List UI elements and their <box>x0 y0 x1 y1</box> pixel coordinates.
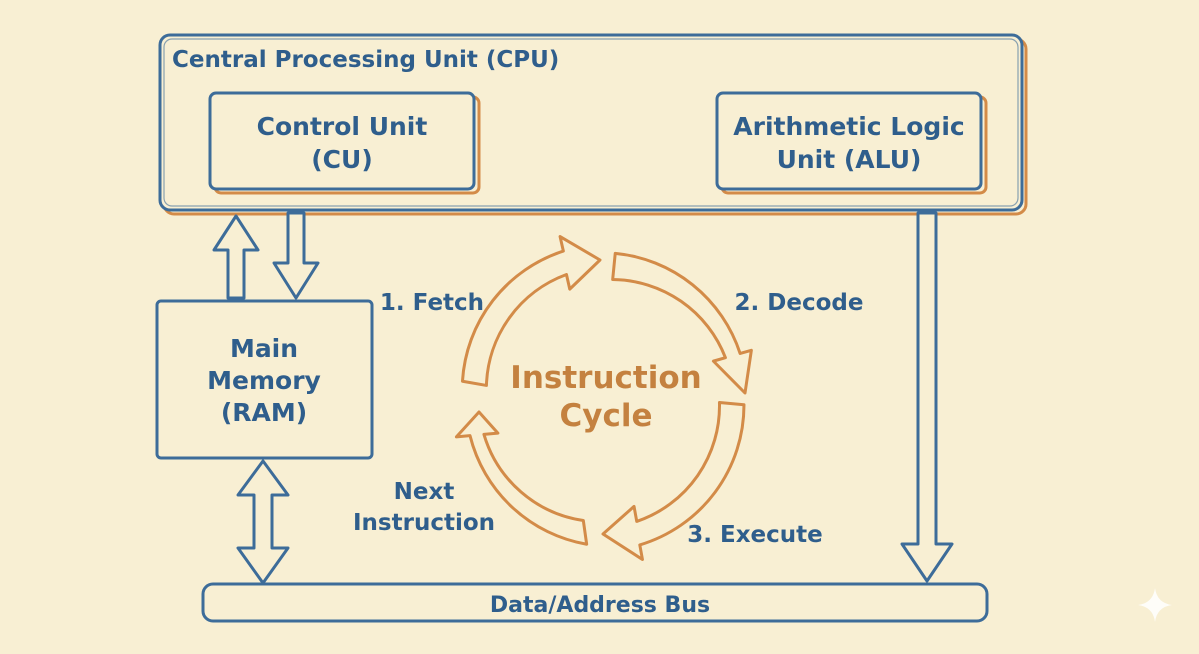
cycle-arrow-execute <box>601 401 746 561</box>
control-unit-label-line1: Control Unit <box>257 112 428 141</box>
cpu-title: Central Processing Unit (CPU) <box>172 47 559 73</box>
cycle-arrow-decode <box>611 251 753 395</box>
data-address-bus: Data/Address Bus <box>201 582 989 623</box>
sparkle-icon <box>1138 588 1172 622</box>
instruction-cycle-ring <box>454 235 753 561</box>
control-unit-label-line2: (CU) <box>311 145 373 174</box>
memory-label-line3: (RAM) <box>221 398 307 427</box>
bus-label: Data/Address Bus <box>490 593 710 618</box>
step-fetch-label: 1. Fetch <box>380 290 484 316</box>
step-execute-label: 3. Execute <box>687 522 823 548</box>
cycle-title-line1: Instruction <box>510 360 701 396</box>
alu-box: Arithmetic Logic Unit (ALU) <box>715 91 988 195</box>
arrow-memory-bus-bidirectional <box>236 459 290 585</box>
alu-label-line2: Unit (ALU) <box>777 145 922 174</box>
cycle-arrow-next-instruction <box>454 410 589 546</box>
cycle-title-line2: Cycle <box>560 398 653 434</box>
alu-label-line1: Arithmetic Logic <box>733 112 964 141</box>
step-decode-label: 2. Decode <box>735 290 864 316</box>
memory-label-line2: Memory <box>207 366 321 395</box>
arrow-cpu-to-memory <box>272 211 320 300</box>
control-unit-box: Control Unit (CU) <box>208 91 481 195</box>
step-next-label-line1: Next <box>394 479 455 505</box>
arrow-memory-to-cpu <box>212 214 260 300</box>
memory-label-line1: Main <box>230 334 298 363</box>
cycle-arrow-fetch <box>460 235 602 387</box>
main-memory-box: Main Memory (RAM) <box>155 299 374 460</box>
arrow-alu-to-bus <box>900 211 954 583</box>
step-next-label-line2: Instruction <box>353 510 495 536</box>
